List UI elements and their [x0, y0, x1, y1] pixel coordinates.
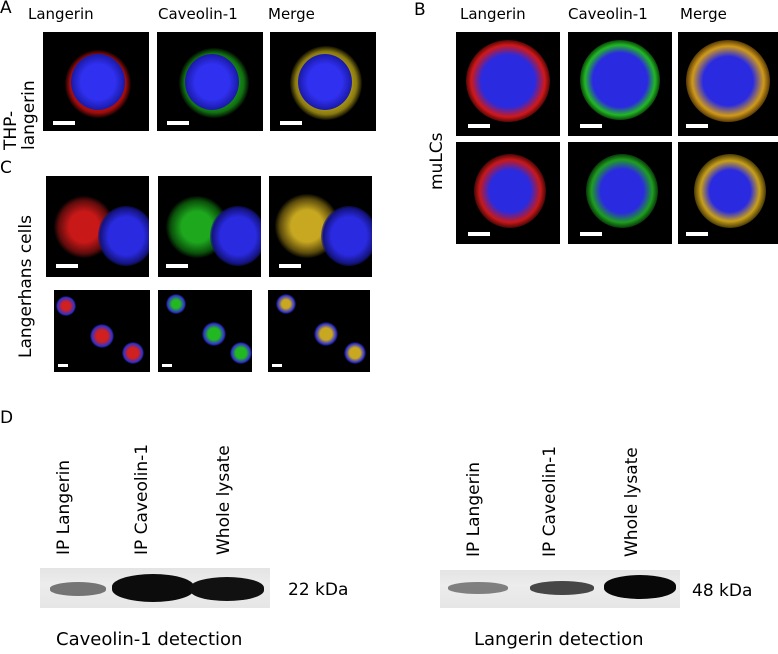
col-header-langerin-a: Langerin: [28, 5, 94, 23]
micrograph-c1-langerin: [46, 176, 149, 277]
western-blot-left: [40, 568, 270, 608]
blot-left-marker: 22 kDa: [288, 580, 349, 600]
band-lane-2: [112, 574, 194, 602]
band-lane-3: [604, 575, 676, 599]
langerin-signal: [466, 40, 550, 122]
band-lane-3: [190, 577, 264, 601]
scale-bar: [280, 121, 302, 125]
micrograph-b1-caveolin: [568, 32, 672, 136]
micrograph-c2-caveolin: [158, 290, 252, 372]
blot-left-lane-2: IP Caveolin-1: [132, 443, 152, 555]
nucleus: [210, 206, 261, 266]
cell: [90, 324, 114, 348]
blot-right-lane-3: Whole lysate: [622, 447, 642, 557]
col-header-merge-a: Merge: [268, 5, 315, 23]
nucleus: [71, 54, 125, 110]
cell: [56, 296, 76, 316]
blot-right-caption: Langerin detection: [474, 629, 644, 650]
scale-bar: [58, 364, 68, 367]
scale-bar: [162, 364, 172, 367]
cell: [344, 342, 366, 364]
scale-bar: [53, 121, 75, 125]
micrograph-b1-merge: [678, 32, 778, 136]
micrograph-a-merge: [270, 32, 376, 131]
micrograph-c2-merge: [268, 290, 370, 372]
micrograph-b1-langerin: [456, 32, 560, 136]
panel-letter-a: A: [0, 0, 12, 18]
caveolin-signal: [580, 40, 660, 120]
blot-left-lane-3: Whole lysate: [214, 445, 234, 555]
cell: [166, 294, 186, 314]
panel-letter-c: C: [0, 158, 12, 178]
blot-right-marker: 48 kDa: [692, 581, 753, 601]
cell: [276, 294, 296, 314]
row-label-langerhans: Langerhans cells: [16, 215, 36, 358]
micrograph-c2-langerin: [54, 290, 150, 372]
blot-right-lane-2: IP Caveolin-1: [540, 445, 560, 557]
scale-bar: [167, 121, 189, 125]
panel-letter-d: D: [0, 408, 14, 428]
scale-bar: [686, 232, 708, 236]
scale-bar: [272, 364, 282, 367]
blot-left-lane-1: IP Langerin: [54, 459, 74, 555]
nucleus: [185, 54, 239, 110]
scale-bar: [468, 232, 490, 236]
row-label-mulcs: muLCs: [427, 132, 447, 190]
cell: [202, 322, 226, 346]
nucleus: [321, 206, 372, 266]
blot-right-lane-1: IP Langerin: [464, 461, 484, 557]
blot-left-caption: Caveolin-1 detection: [56, 629, 243, 650]
band-lane-1: [448, 582, 508, 594]
scale-bar: [468, 124, 490, 128]
nucleus: [298, 54, 352, 110]
col-header-caveolin-a: Caveolin-1: [158, 5, 238, 23]
micrograph-b2-caveolin: [568, 142, 672, 244]
micrograph-c1-caveolin: [158, 176, 261, 277]
scale-bar: [580, 124, 602, 128]
band-lane-1: [50, 582, 106, 596]
scale-bar: [279, 264, 301, 268]
col-header-caveolin-b: Caveolin-1: [568, 5, 648, 23]
cell: [230, 342, 252, 364]
micrograph-b2-merge: [678, 142, 778, 244]
cell: [122, 342, 144, 364]
micrograph-b2-langerin: [456, 142, 560, 244]
scale-bar: [166, 264, 188, 268]
merge-signal: [686, 40, 770, 122]
cell: [314, 322, 338, 346]
col-header-merge-b: Merge: [680, 5, 727, 23]
row-label-thp-line1: THP-: [1, 110, 21, 150]
col-header-langerin-b: Langerin: [460, 5, 526, 23]
langerin-signal: [474, 154, 546, 228]
micrograph-a-langerin: [43, 32, 149, 131]
scale-bar: [686, 124, 708, 128]
micrograph-c1-merge: [269, 176, 372, 277]
scale-bar: [580, 232, 602, 236]
western-blot-right: [440, 570, 680, 608]
row-label-thp-line2: langerin: [19, 80, 39, 150]
panel-letter-b: B: [414, 0, 426, 20]
band-lane-2: [530, 581, 594, 595]
scale-bar: [56, 264, 78, 268]
micrograph-a-caveolin: [157, 32, 263, 131]
caveolin-signal: [586, 154, 658, 228]
nucleus: [98, 206, 149, 266]
merge-signal: [694, 154, 766, 228]
